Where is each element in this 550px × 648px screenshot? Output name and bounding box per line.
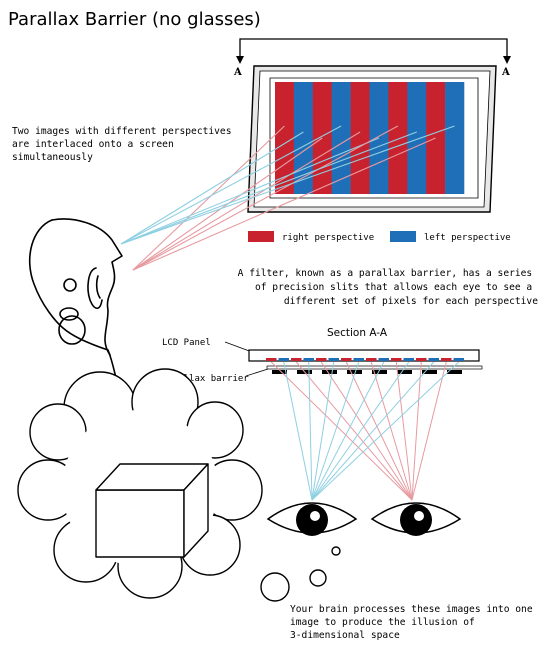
right-section-ray [320, 361, 413, 501]
lcd-pixel [278, 358, 289, 361]
left-ray [120, 137, 380, 245]
barrier-note-line-2: of precision slits that allows each eye … [255, 282, 532, 293]
brain-note-line-2: image to produce the illusion of [290, 617, 475, 628]
lcd-pixel [378, 358, 389, 361]
right-ray [132, 137, 436, 271]
barrier-bar [372, 370, 387, 374]
screen-stripe [275, 82, 295, 194]
right-section-ray [395, 361, 413, 501]
section-marker-left: A [233, 67, 242, 78]
lcd-pixel [403, 358, 414, 361]
barrier-note-line-1: A filter, known as a parallax barrier, h… [238, 268, 533, 279]
lcd-pixel [341, 358, 352, 361]
right-section-ray [270, 361, 413, 501]
barrier-glass [266, 365, 483, 370]
left-section-ray [311, 361, 335, 501]
left-section-ray [311, 361, 385, 501]
left-ray [120, 131, 417, 245]
screen-rays [120, 125, 455, 271]
legend-label-left: left perspective [424, 233, 511, 243]
barrier-note: A filter, known as a parallax barrier, h… [238, 268, 539, 307]
eye-icon [266, 502, 358, 536]
left-ray [120, 131, 304, 245]
screen-stripe [312, 82, 332, 194]
screen-stripe [445, 82, 465, 194]
left-ray [120, 125, 342, 245]
right-ray [132, 131, 361, 271]
cube-icon [95, 463, 209, 558]
lcd-panel-label: LCD Panel [162, 338, 211, 348]
parallax-barrier-label: Parallax barrier [162, 374, 249, 384]
lcd-pixel [428, 358, 439, 361]
lcd-pixel [366, 358, 377, 361]
left-section-ray [283, 361, 313, 501]
barrier-bar [447, 370, 462, 374]
interlace-note: Two images with different perspectives a… [12, 126, 237, 163]
lcd-pixel [291, 358, 302, 361]
right-section-ray [411, 361, 447, 501]
section-title: Section A-A [327, 327, 388, 339]
screen-stripe [426, 82, 446, 194]
lcd-pixel [316, 358, 327, 361]
left-section-ray [311, 361, 460, 501]
left-ray [120, 125, 455, 245]
lcd-pixel [353, 358, 364, 361]
section-marker [236, 38, 511, 64]
right-section-ray [370, 361, 413, 501]
barrier-bar [422, 370, 437, 374]
screen-stripe [369, 82, 389, 194]
right-section-ray [295, 361, 413, 501]
lcd-pixel [266, 358, 277, 361]
right-section-ray [345, 361, 413, 501]
interlace-note-line-3: simultaneously [12, 152, 93, 163]
screen-icon [247, 65, 497, 213]
barrier-note-line-3: different set of pixels for each perspec… [284, 296, 538, 307]
lcd-pixel [303, 358, 314, 361]
lcd-pixel [416, 358, 427, 361]
section-view [248, 349, 483, 501]
barrier-bar [347, 370, 362, 374]
brain-note-line-3: 3-dimensional space [290, 630, 400, 641]
right-ray [132, 125, 285, 271]
lcd-pixel [441, 358, 452, 361]
right-section-ray [411, 361, 422, 501]
barrier-bar [322, 370, 337, 374]
left-section-ray [311, 361, 410, 501]
parallax-barrier-leader [245, 368, 269, 377]
interlace-note-line-1: Two images with different perspectives [12, 126, 232, 137]
lcd-pixel [328, 358, 339, 361]
left-section-ray [311, 361, 435, 501]
lcd-panel-leader [224, 341, 253, 353]
page-title: Parallax Barrier (no glasses) [8, 9, 261, 30]
head-silhouette-icon [28, 218, 123, 379]
screen-stripe [407, 82, 427, 194]
eye-icon [370, 502, 462, 536]
barrier-bar [272, 370, 287, 374]
legend-label-right: right perspective [282, 233, 374, 243]
lcd-pixel [453, 358, 464, 361]
legend-swatch-right [248, 231, 274, 242]
barrier-bar [397, 370, 412, 374]
left-section-ray [311, 361, 360, 501]
right-ray [132, 125, 399, 271]
lcd-pixel [391, 358, 402, 361]
screen-stripe [293, 82, 314, 194]
screen-stripe [388, 82, 408, 194]
screen-stripe [331, 82, 351, 194]
brain-note: Your brain processes these images into o… [290, 604, 538, 641]
left-section-ray [308, 361, 313, 501]
brain-note-line-1: Your brain processes these images into o… [290, 604, 533, 615]
legend-swatch-left [390, 231, 416, 242]
screen-stripe [350, 82, 370, 194]
interlace-note-line-2: are interlaced onto a screen [12, 139, 174, 150]
section-marker-right: A [501, 67, 510, 78]
